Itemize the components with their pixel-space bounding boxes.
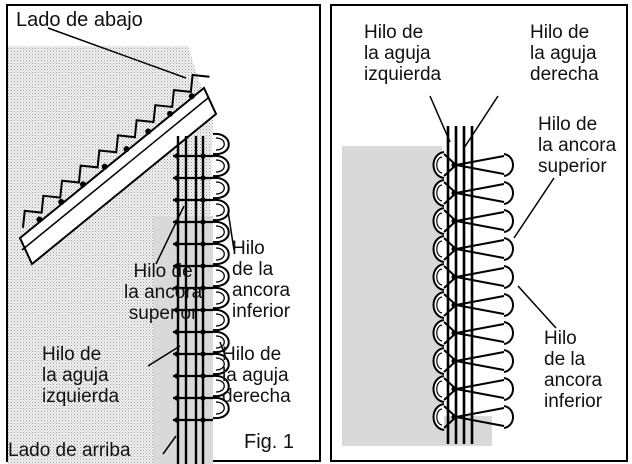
seam-detail-panel: Hilo de la aguja izquierda Hilo de la ag… (330, 4, 628, 462)
vertical-seam (171, 132, 230, 464)
label-right-right-needle: Hilo de la aguja derecha (530, 22, 599, 85)
label-left-lower-looper: Hilo de la ancora inferior (232, 238, 291, 322)
label-right-left-needle: Hilo de la aguja izquierda (364, 22, 442, 85)
leader-lines (47, 27, 235, 455)
figure-1-panel: Lado de abajo Hilo de la ancora superior… (6, 4, 321, 464)
overlock-seam-detail-illustration (342, 95, 557, 446)
label-left-right-needle: Hilo de la aguja derecha (222, 344, 291, 407)
label-right-lower-looper: Hilo de la ancora inferior (544, 328, 603, 412)
label-lado-de-abajo: Lado de abajo (16, 9, 143, 31)
right-leader-lines (429, 95, 557, 329)
label-left-left-needle: Hilo de la aguja izquierda (42, 344, 120, 407)
fabric-underside (8, 46, 198, 246)
diagonal-stitch-loops (21, 73, 210, 228)
label-right-upper-looper: Hilo de la ancora superior (538, 114, 617, 177)
figure-caption: Fig. 1 (244, 431, 295, 453)
overlock-corner-illustration (8, 27, 235, 464)
label-lado-de-arriba: Lado de arriba (8, 440, 131, 461)
label-left-upper-looper: Hilo de la ancora superior (124, 261, 203, 324)
